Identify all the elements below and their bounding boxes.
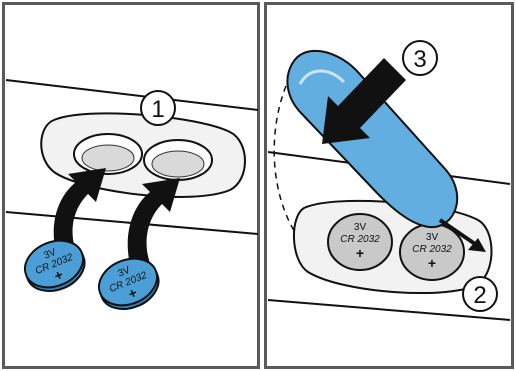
battery-voltage: 3V <box>426 232 439 243</box>
battery-voltage: 3V <box>42 247 58 262</box>
step-3-badge: 3 <box>402 40 438 76</box>
battery-icon: 3V CR 2032 + <box>327 213 393 271</box>
insert-arrow-icon <box>53 168 106 260</box>
battery-polarity: + <box>356 245 364 261</box>
close-cover-illustration: 3V CR 2032 + 3V CR 2032 + 3 <box>264 2 514 369</box>
battery-model: CR 2032 <box>412 244 452 255</box>
battery-icon: 3V CR 2032 + <box>97 257 160 310</box>
step-1-label: 1 <box>151 96 164 123</box>
surface-edge-bottom <box>267 299 511 321</box>
battery-cover <box>286 49 459 229</box>
step-panel-insert: 1 3V CR 2032 + 3V CR 2032 + <box>2 2 260 369</box>
surface-edge-top <box>5 79 259 111</box>
slide-arrow-icon <box>438 218 480 248</box>
step-2-badge: 2 <box>462 276 498 312</box>
battery-housing <box>40 112 246 198</box>
slide-arrow-head <box>468 238 486 252</box>
insert-arrow-icon <box>127 178 180 272</box>
step-1-badge: 1 <box>140 90 176 126</box>
battery-compartment: 3V CR 2032 + 3V CR 2032 + <box>293 199 493 294</box>
battery-voltage: 3V <box>116 265 132 280</box>
insert-illustration: 1 3V CR 2032 + 3V CR 2032 + <box>2 2 260 369</box>
battery-icon: 3V CR 2032 + <box>399 223 465 281</box>
battery-model: CR 2032 <box>340 234 380 245</box>
battery-voltage: 3V <box>354 222 367 233</box>
step-panel-close-cover: 3V CR 2032 + 3V CR 2032 + 3 <box>264 2 514 369</box>
press-arrow-icon <box>322 58 406 144</box>
step-3-label: 3 <box>413 46 426 73</box>
battery-polarity: + <box>428 255 436 271</box>
hinge-motion-path <box>273 85 297 235</box>
step-2-label: 2 <box>473 282 486 309</box>
battery-icon: 3V CR 2032 + <box>23 239 86 292</box>
